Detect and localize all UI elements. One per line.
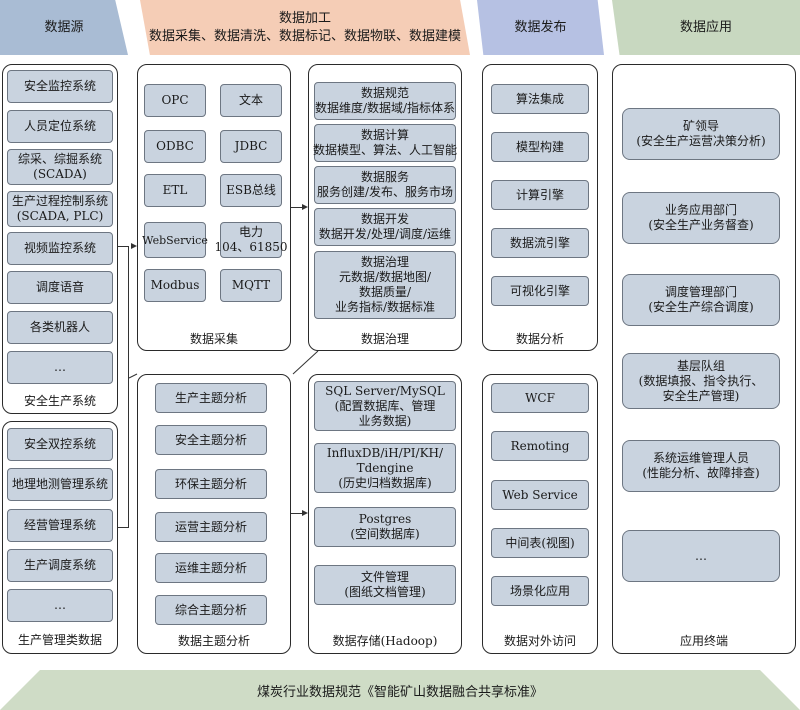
connector-collection-to-governance: [291, 207, 303, 208]
storage-item-postgres: Postgres(空间数据库): [314, 507, 456, 547]
analysis-item-stream-engine: 数据流引擎: [491, 228, 589, 258]
access-item-remoting: Remoting: [491, 431, 589, 461]
caption-data-governance: 数据治理: [360, 332, 409, 346]
header-data-application-label: 数据应用: [679, 19, 732, 35]
gov-item-data-development: 数据开发数据开发/处理/调度/运维: [314, 208, 456, 246]
footer-standard-label: 煤炭行业数据规范《智能矿山数据融合共享标准》: [256, 684, 543, 700]
terminal-item-ops-staff: 系统运维管理人员(性能分析、故障排查): [622, 440, 780, 492]
access-item-wcf: WCF: [491, 383, 589, 413]
caption-data-analysis: 数据分析: [515, 332, 564, 346]
header-processing-subtitle: 数据采集、数据清洗、数据标记、数据物联、数据建模: [148, 28, 461, 44]
connector-mgmt-to-bus: [118, 527, 128, 528]
collect-item-text: 文本: [220, 84, 282, 117]
header-processing-title: 数据加工: [278, 10, 331, 26]
header-data-publish-label: 数据发布: [514, 19, 567, 35]
caption-production-management: 生产管理类数据: [17, 633, 102, 647]
collect-item-esb: ESB总线: [220, 174, 282, 207]
topic-item-comprehensive: 综合主题分析: [155, 595, 267, 625]
collect-item-odbc: ODBC: [144, 130, 206, 163]
source-item-process-control: 生产过程控制系统(SCADA, PLC): [7, 191, 113, 227]
source-item-business-management: 经营管理系统: [7, 509, 113, 542]
access-item-webservice: Web Service: [491, 480, 589, 510]
panel-external-access: [482, 374, 598, 654]
source-item-robots: 各类机器人: [7, 311, 113, 344]
source-item-production-dispatch: 生产调度系统: [7, 549, 113, 582]
source-item-more-safety: …: [7, 351, 113, 384]
source-item-dispatch-voice: 调度语音: [7, 271, 113, 304]
caption-application-terminal: 应用终端: [679, 634, 728, 648]
storage-item-sql: SQL Server/MySQL(配置数据库、管理业务数据): [314, 381, 456, 431]
collect-item-opc: OPC: [144, 84, 206, 117]
caption-external-access: 数据对外访问: [503, 634, 576, 648]
collect-item-etl: ETL: [144, 174, 206, 207]
header-data-publish: 数据发布: [477, 0, 604, 55]
source-item-more-management: …: [7, 589, 113, 622]
caption-data-storage: 数据存储(Hadoop): [332, 634, 438, 648]
access-item-scenario-app: 场景化应用: [491, 576, 589, 606]
terminal-item-more: …: [622, 530, 780, 582]
caption-topic-analysis: 数据主题分析: [177, 634, 250, 648]
footer-standard-banner: 煤炭行业数据规范《智能矿山数据融合共享标准》: [0, 670, 800, 710]
connector-topics-to-source: [128, 373, 138, 379]
gov-item-data-service: 数据服务服务创建/发布、服务市场: [314, 166, 456, 204]
source-item-safety-monitoring: 安全监控系统: [7, 70, 113, 103]
terminal-item-mine-leaders: 矿领导(安全生产运营决策分析): [622, 108, 780, 160]
terminal-item-business-departments: 业务应用部门(安全生产业务督查): [622, 192, 780, 244]
caption-safety-production: 安全生产系统: [23, 394, 96, 408]
storage-item-file-management: 文件管理(图纸文档管理): [314, 565, 456, 605]
source-item-geology: 地理地测管理系统: [7, 468, 113, 501]
terminal-item-grassroots-teams: 基层队组(数据填报、指令执行、安全生产管理): [622, 353, 780, 409]
gov-item-data-compute: 数据计算数据模型、算法、人工智能: [313, 124, 457, 162]
analysis-item-compute-engine: 计算引擎: [491, 180, 589, 210]
source-item-video-monitoring: 视频监控系统: [7, 232, 113, 265]
collect-item-webservice: WebService: [142, 222, 208, 258]
header-data-source: 数据源: [0, 0, 128, 55]
caption-data-collection: 数据采集: [189, 332, 238, 346]
analysis-item-model: 模型构建: [491, 132, 589, 162]
topic-item-safety: 安全主题分析: [155, 425, 267, 455]
header-data-application: 数据应用: [612, 0, 800, 55]
analysis-item-visualization-engine: 可视化引擎: [491, 276, 589, 306]
connector-governance-to-topics: [292, 350, 319, 375]
topic-item-operations: 运营主题分析: [155, 512, 267, 542]
terminal-item-dispatch-department: 调度管理部门(安全生产综合调度): [622, 274, 780, 326]
topic-item-environment: 环保主题分析: [155, 469, 267, 499]
collect-item-jdbc: JDBC: [220, 130, 282, 163]
collect-item-modbus: Modbus: [144, 269, 206, 302]
topic-item-production: 生产主题分析: [155, 383, 267, 413]
header-data-source-label: 数据源: [44, 19, 84, 35]
gov-item-data-governance: 数据治理元数据/数据地图/数据质量/业务指标/数据标准: [314, 251, 456, 319]
topic-item-maintenance: 运维主题分析: [155, 553, 267, 583]
collect-item-mqtt: MQTT: [220, 269, 282, 302]
connector-safety-to-bus: [118, 246, 128, 247]
source-item-personnel-positioning: 人员定位系统: [7, 110, 113, 143]
access-item-intermediate-table: 中间表(视图): [491, 528, 589, 558]
connector-topics-to-storage: [291, 513, 303, 514]
source-item-mining-systems: 综采、综掘系统(SCADA): [7, 149, 113, 185]
source-item-dual-control: 安全双控系统: [7, 428, 113, 461]
header-data-processing: 数据加工 数据采集、数据清洗、数据标记、数据物联、数据建模: [140, 0, 470, 55]
storage-item-historian: InfluxDB/iH/PI/KH/Tdengine(历史归档数据库): [314, 443, 456, 493]
connector-source-vertical: [128, 246, 129, 528]
analysis-item-algorithm: 算法集成: [491, 84, 589, 114]
gov-item-data-standard: 数据规范数据维度/数据域/指标体系: [314, 82, 456, 120]
